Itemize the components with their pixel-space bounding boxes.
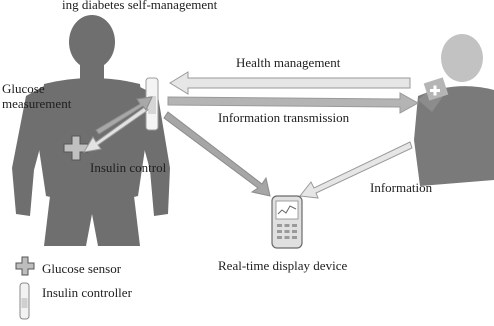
label-health-management: Health management — [236, 55, 341, 70]
patient-silhouette — [12, 15, 170, 246]
label-realtime-display-device: Real-time display device — [218, 258, 347, 273]
label-glucose-measurement-line2: measurement — [2, 96, 72, 111]
glucose-sensor-cross-icon — [15, 256, 35, 276]
insulin-controller-pen-icon — [19, 282, 30, 320]
arrow-patient-to-device — [163, 111, 271, 197]
arrow-information-transmission — [167, 92, 420, 114]
label-glucose-measurement-line1: Glucose — [2, 81, 45, 96]
arrow-information — [299, 141, 413, 199]
medical-cross-icon — [430, 85, 440, 96]
legend: Glucose sensor Insulin controller — [15, 256, 133, 320]
realtime-display-device-icon — [271, 195, 303, 249]
legend-label-glucose-sensor: Glucose sensor — [42, 261, 122, 276]
arrow-health-management — [169, 71, 411, 95]
label-information-transmission: Information transmission — [218, 110, 350, 125]
label-information: Information — [370, 180, 433, 195]
legend-label-insulin-controller: Insulin controller — [42, 285, 133, 300]
arrow-glucose-measurement — [95, 96, 153, 135]
doctor-silhouette — [414, 34, 494, 186]
top-caption: ing diabetes self-management — [62, 0, 218, 12]
arrow-insulin-control — [83, 105, 149, 153]
label-insulin-control: Insulin control — [90, 160, 167, 175]
glucose-sensor-on-body — [63, 135, 89, 161]
